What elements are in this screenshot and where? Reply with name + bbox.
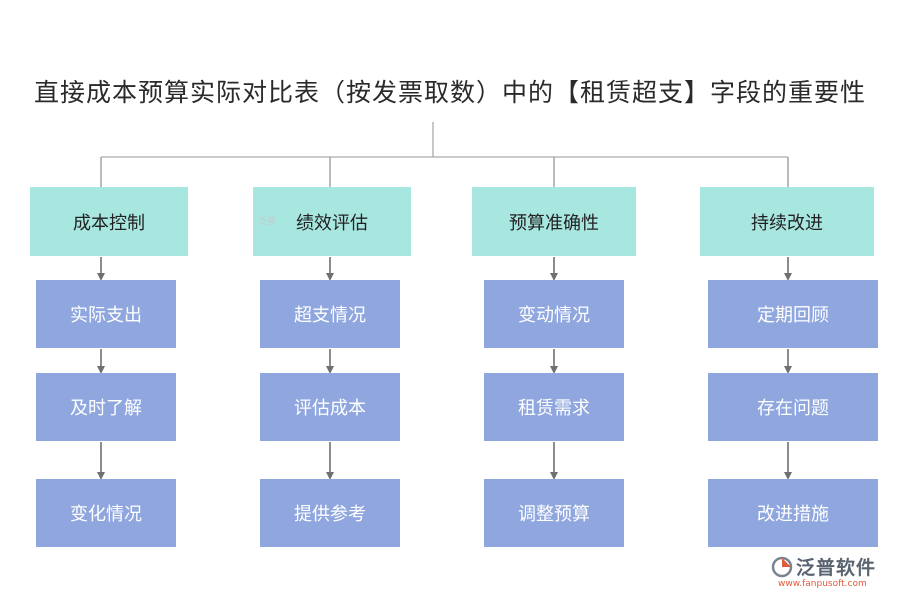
branch-1-step-2: 及时了解 — [36, 373, 176, 441]
branch-head-2: 绩效评估 — [253, 187, 411, 256]
branch-3-step-2: 租赁需求 — [484, 373, 624, 441]
branch-head-1: 成本控制 — [30, 187, 188, 256]
branch-4-step-3: 改进措施 — [708, 479, 878, 547]
branch-1-step-3: 变化情况 — [36, 479, 176, 547]
diagram-title: 直接成本预算实际对比表（按发票取数）中的【租赁超支】字段的重要性 — [33, 78, 866, 107]
fanpu-logo-icon — [771, 556, 793, 578]
branch-2-step-3: 提供参考 — [260, 479, 400, 547]
branch-4-step-2: 存在问题 — [708, 373, 878, 441]
branch-1-step-1: 实际支出 — [36, 280, 176, 348]
branch-2-step-1: 超支情况 — [260, 280, 400, 348]
watermark-text: 泛普 — [258, 217, 277, 227]
brand-name: 泛普软件 — [796, 557, 877, 579]
branch-3-step-1: 变动情况 — [484, 280, 624, 348]
brand-logo: 泛普软件 www.fanpusoft.com — [770, 553, 895, 597]
branch-3-step-3: 调整预算 — [484, 479, 624, 547]
branch-head-3: 预算准确性 — [472, 187, 636, 256]
brand-url: www.fanpusoft.com — [778, 579, 867, 589]
branch-4-step-1: 定期回顾 — [708, 280, 878, 348]
branch-head-4: 持续改进 — [700, 187, 874, 256]
branch-2-step-2: 评估成本 — [260, 373, 400, 441]
